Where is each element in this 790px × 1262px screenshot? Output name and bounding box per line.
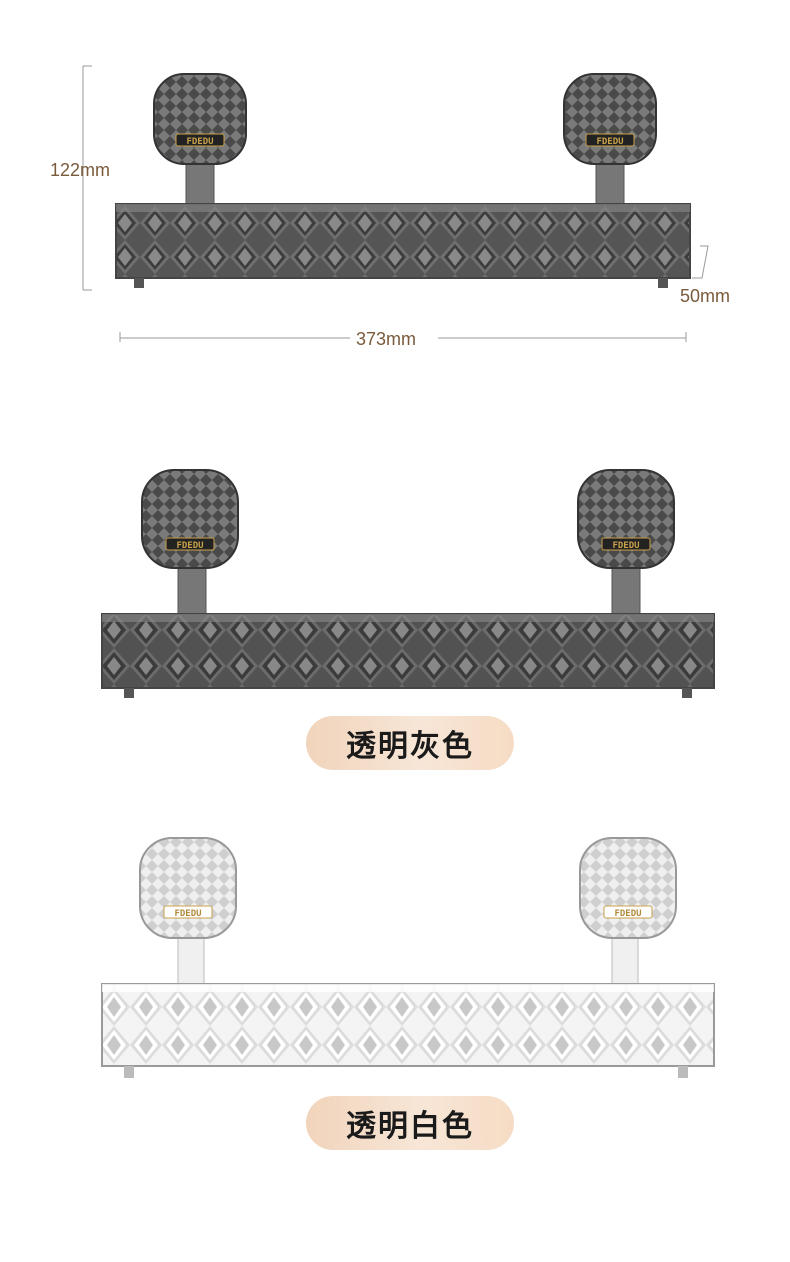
suction-head-right: FDEDU (579, 837, 677, 939)
dimension-section: 122mm 50mm 373mm (0, 0, 790, 380)
suction-head-left: FDEDU (153, 73, 247, 165)
variant-label-white: 透明白色 (306, 1096, 514, 1150)
shelf-image-gray-dimensioned: FDEDU FDEDU (115, 73, 691, 288)
depth-dimension-label: 50mm (680, 286, 731, 306)
svg-text:FDEDU: FDEDU (176, 541, 203, 551)
svg-text:FDEDU: FDEDU (174, 909, 201, 919)
suction-head-right: FDEDU (563, 73, 657, 165)
suction-head-left: FDEDU (139, 837, 237, 939)
width-dimension-label: 373mm (356, 329, 417, 349)
variant-label-gray: 透明灰色 (306, 716, 514, 770)
suction-head-right: FDEDU (577, 469, 675, 569)
height-dimension-label: 122mm (50, 160, 111, 180)
shelf-image-white: FDEDU FDEDU (101, 837, 715, 1078)
svg-text:FDEDU: FDEDU (614, 909, 641, 919)
width-dimension-line (119, 332, 687, 342)
suction-head-left: FDEDU (141, 469, 239, 569)
depth-dimension-line (692, 245, 709, 279)
shelf-image-gray: FDEDU FDEDU (101, 469, 715, 698)
height-dimension-line (82, 65, 92, 291)
svg-text:FDEDU: FDEDU (596, 137, 623, 147)
svg-text:FDEDU: FDEDU (186, 137, 213, 147)
svg-text:FDEDU: FDEDU (612, 541, 639, 551)
